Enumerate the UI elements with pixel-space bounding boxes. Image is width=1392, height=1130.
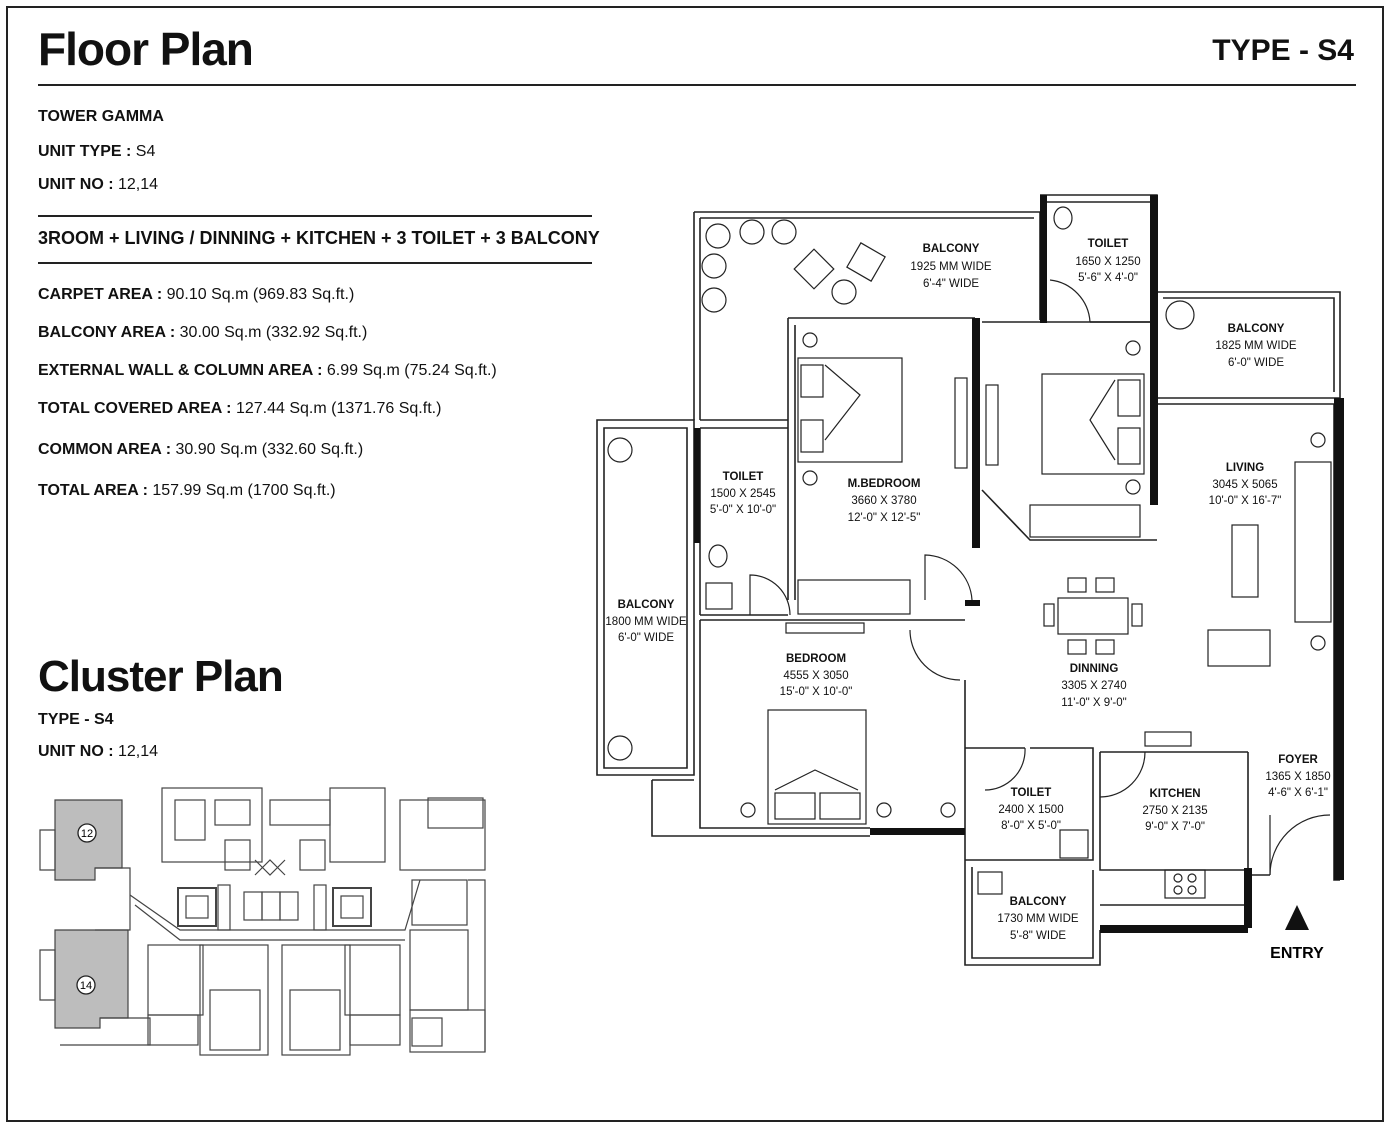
dim-living-ft: 10'-0" X 16'-7" <box>1209 495 1282 507</box>
cluster-plan-title: Cluster Plan <box>38 652 284 701</box>
label-toilet-top: TOILET <box>1088 238 1129 250</box>
dim-toilet-left-mm: 1500 X 2545 <box>710 488 775 500</box>
entry-arrow-icon <box>1285 905 1309 930</box>
dim-balcony-top-mm: 1925 MM WIDE <box>910 261 991 273</box>
dim-m-bedroom-mm: 3660 X 3780 <box>851 495 916 507</box>
label-toilet-left: TOILET <box>723 471 764 483</box>
unit-marker-14-label: 14 <box>80 980 92 992</box>
label-balcony-top: BALCONY <box>923 243 980 255</box>
dim-toilet-top-mm: 1650 X 1250 <box>1075 256 1140 268</box>
label-kitchen: KITCHEN <box>1149 788 1200 800</box>
unit-marker-12 <box>77 823 97 843</box>
dim-kitchen-ft: 9'-0" X 7'-0" <box>1145 821 1205 833</box>
unit-type-heading: TYPE - S4 <box>1212 34 1354 67</box>
label-living: LIVING <box>1226 462 1264 474</box>
unit-marker-14 <box>76 975 96 995</box>
header-divider <box>38 84 1356 86</box>
dim-bedroom-mm: 4555 X 3050 <box>783 670 848 682</box>
dim-foyer-mm: 1365 X 1850 <box>1265 771 1330 783</box>
dim-balcony-right-mm: 1825 MM WIDE <box>1215 340 1296 352</box>
area-total-covered: TOTAL COVERED AREA : 127.44 Sq.m (1371.7… <box>38 400 442 417</box>
cluster-type: TYPE - S4 <box>38 711 114 728</box>
entry-label: ENTRY <box>1270 945 1324 962</box>
page-frame <box>6 6 1384 1122</box>
label-balcony-left: BALCONY <box>618 599 675 611</box>
dim-balcony-left-mm: 1800 MM WIDE <box>605 616 686 628</box>
area-total: TOTAL AREA : 157.99 Sq.m (1700 Sq.ft.) <box>38 482 336 499</box>
dim-foyer-ft: 4'-6" X 6'-1" <box>1268 787 1328 799</box>
dim-dinning-mm: 3305 X 2740 <box>1061 680 1126 692</box>
dim-balcony-bottom-ft: 5'-8" WIDE <box>1010 930 1066 942</box>
plan-furniture <box>607 206 1332 899</box>
area-external-wall: EXTERNAL WALL & COLUMN AREA : 6.99 Sq.m … <box>38 362 497 379</box>
area-common: COMMON AREA : 30.90 Sq.m (332.60 Sq.ft.) <box>38 441 364 458</box>
label-m-bedroom: M.BEDROOM <box>848 478 921 490</box>
unit-marker-12-label: 12 <box>81 828 93 840</box>
config-rule-bottom <box>38 262 592 264</box>
cluster-unit-no: UNIT NO : 12,14 <box>38 743 159 760</box>
dim-balcony-right-ft: 6'-0" WIDE <box>1228 357 1284 369</box>
plan-doors <box>749 279 1331 876</box>
label-foyer: FOYER <box>1278 754 1318 766</box>
label-balcony-bottom: BALCONY <box>1010 896 1067 908</box>
plan-walls <box>596 194 1341 966</box>
configuration-text: 3ROOM + LIVING / DINNING + KITCHEN + 3 T… <box>38 228 600 248</box>
dim-toilet-left-ft: 5'-0" X 10'-0" <box>710 504 776 516</box>
label-dinning: DINNING <box>1070 663 1119 675</box>
page-title: Floor Plan <box>38 23 254 75</box>
dim-balcony-top-ft: 6'-4" WIDE <box>923 278 979 290</box>
dim-m-bedroom-ft: 12'-0" X 12'-5" <box>848 512 921 524</box>
label-toilet-bottom: TOILET <box>1011 787 1052 799</box>
unit-type-line: UNIT TYPE : S4 <box>38 143 156 160</box>
config-rule-top <box>38 215 592 217</box>
dim-toilet-bottom-mm: 2400 X 1500 <box>998 804 1063 816</box>
dim-balcony-left-ft: 6'-0" WIDE <box>618 632 674 644</box>
room-labels: BALCONY 1925 MM WIDE 6'-4" WIDE TOILET 1… <box>605 238 1330 942</box>
dim-toilet-bottom-ft: 8'-0" X 5'-0" <box>1001 820 1061 832</box>
area-balcony: BALCONY AREA : 30.00 Sq.m (332.92 Sq.ft.… <box>38 324 368 341</box>
tower-name: TOWER GAMMA <box>38 108 164 125</box>
label-bedroom: BEDROOM <box>786 653 846 665</box>
dim-living-mm: 3045 X 5065 <box>1212 479 1277 491</box>
dim-kitchen-mm: 2750 X 2135 <box>1142 805 1207 817</box>
plan-thick-walls <box>694 195 1344 933</box>
label-balcony-right: BALCONY <box>1228 323 1285 335</box>
dim-toilet-top-ft: 5'-6" X 4'-0" <box>1078 272 1138 284</box>
unit-no-line: UNIT NO : 12,14 <box>38 176 159 193</box>
dim-balcony-bottom-mm: 1730 MM WIDE <box>997 913 1078 925</box>
dim-bedroom-ft: 15'-0" X 10'-0" <box>780 686 853 698</box>
area-carpet: CARPET AREA : 90.10 Sq.m (969.83 Sq.ft.) <box>38 286 355 303</box>
dim-dinning-ft: 11'-0" X 9'-0" <box>1061 697 1126 709</box>
